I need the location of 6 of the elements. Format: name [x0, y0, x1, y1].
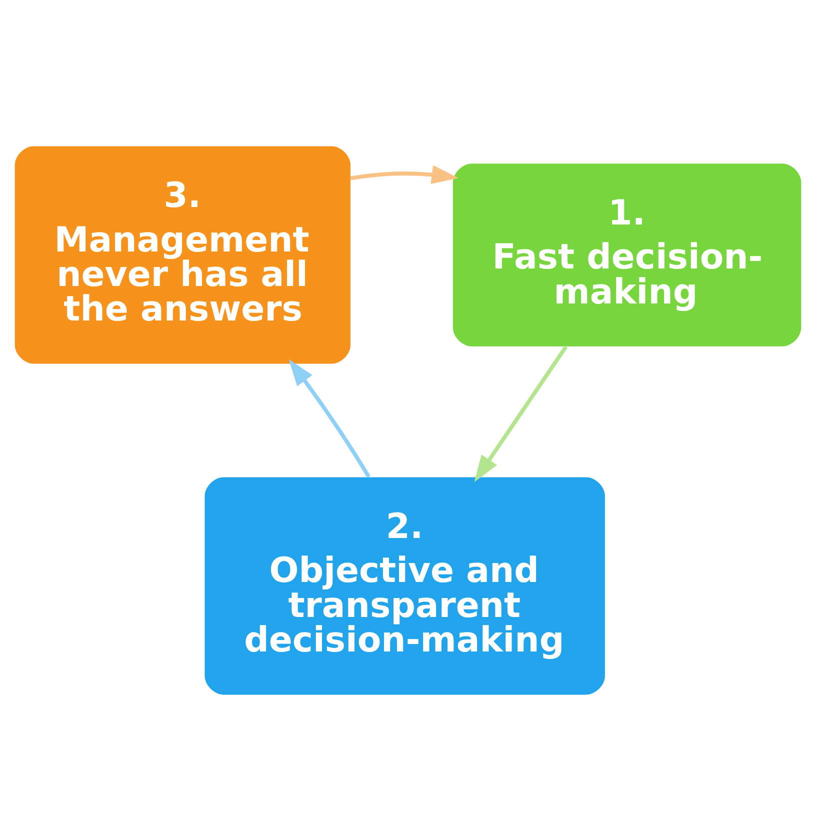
arrow [288, 358, 370, 478]
arrow [474, 345, 568, 482]
node-box: 2. Objective and transparent decision-making [204, 476, 605, 694]
node-box: 1. Fast decision-making [452, 163, 802, 346]
arrow [350, 164, 459, 184]
node-box: 3. Management never has all the answers [14, 146, 350, 364]
